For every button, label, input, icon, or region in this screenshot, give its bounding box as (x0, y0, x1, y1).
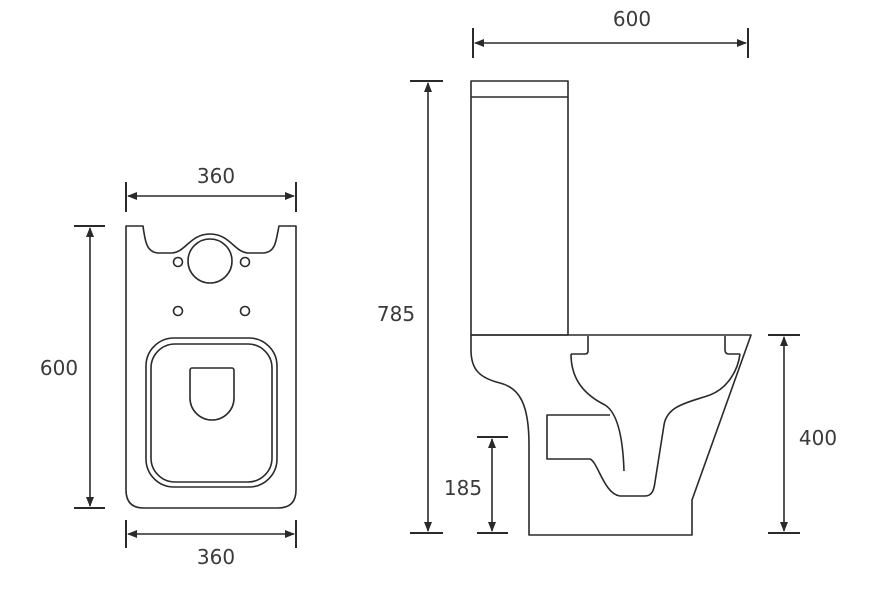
plan-view: 360 600 360 (40, 164, 297, 569)
fixing-hole (172, 256, 184, 268)
depth-label: 600 (40, 356, 78, 380)
cistern-connection-hole (187, 238, 233, 284)
seat-inner (150, 343, 273, 483)
pan-outline (125, 225, 297, 509)
cistern (470, 80, 569, 336)
bowl-front (570, 353, 625, 472)
top-width-label: 360 (197, 164, 235, 188)
rim-left (571, 336, 589, 355)
side-view: 600 785 185 400 (377, 7, 837, 536)
pan-outline (470, 334, 752, 536)
trap-waste (546, 353, 741, 497)
seat-height-label: 400 (799, 426, 837, 450)
seat-outer (145, 337, 278, 488)
bowl-opening (189, 367, 235, 421)
outlet-height-label: 185 (444, 476, 482, 500)
bottom-width-label: 360 (197, 545, 235, 569)
fixing-hole (239, 305, 251, 317)
total-height-label: 785 (377, 302, 415, 326)
fixing-hole (239, 256, 251, 268)
length-label: 600 (613, 7, 651, 31)
fixing-hole (172, 305, 184, 317)
rim-right (724, 336, 740, 355)
